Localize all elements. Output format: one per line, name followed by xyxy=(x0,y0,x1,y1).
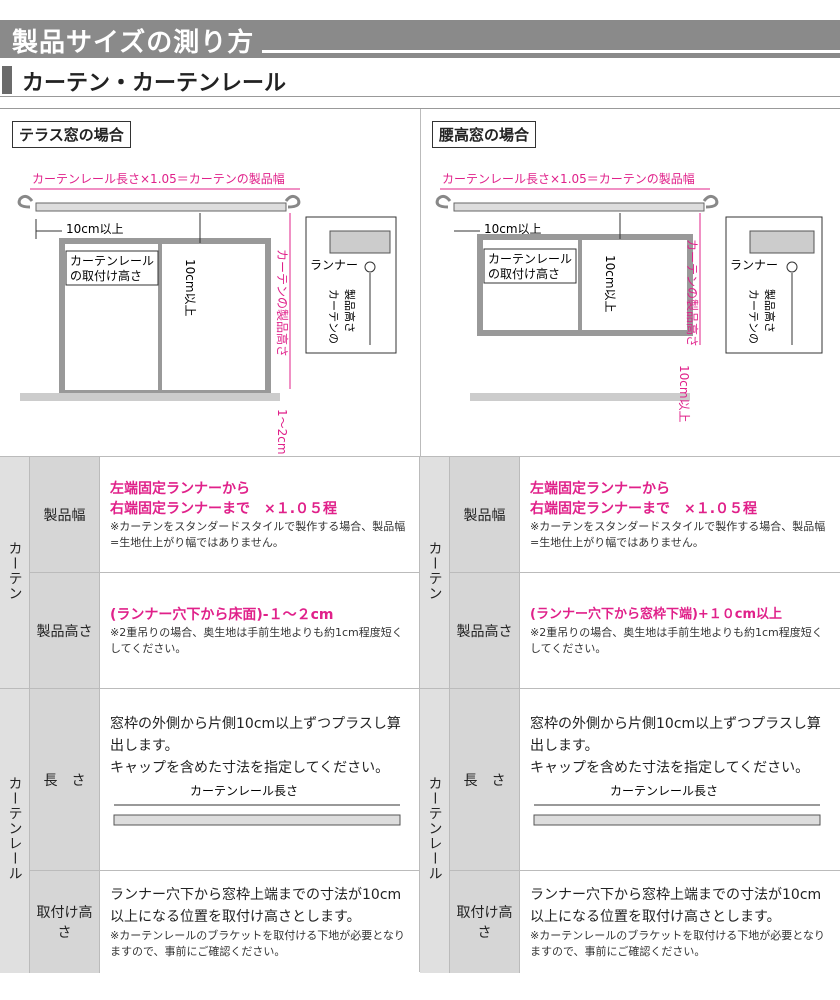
item-width: 製品幅 xyxy=(29,456,100,573)
runner-detail-rail xyxy=(329,230,391,254)
item-height: 製品高さ xyxy=(449,572,520,689)
curtain-height-label: カーテンの製品高さ xyxy=(685,239,700,347)
mount-text: ランナー穴下から窓枠上端までの寸法が10cm以上になる位置を取付け高さとします。 xyxy=(530,886,822,925)
height-pink: (ランナー穴下から窓枠下端)+１０cm以上 xyxy=(530,606,783,622)
width-desc: 左端固定ランナーから 右端固定ランナーまで ×１.０５程 ※カーテンをスタンダー… xyxy=(519,456,840,573)
length-desc: 窓枠の外側から片側10cm以上ずつプラスし算出します。 キャップを含めた寸法を指… xyxy=(519,688,840,871)
length-rail-figure: カーテンレール長さ xyxy=(533,784,821,826)
length-rail-figure: カーテンレール長さ xyxy=(113,784,401,826)
mount-height-label-1: カーテンレール xyxy=(70,254,154,268)
case-label-terrace: テラス窓の場合 xyxy=(12,121,131,148)
floor xyxy=(20,393,280,401)
dim-10cm-label: 10cm以上 xyxy=(66,222,124,236)
height-note: ※2重吊りの場合、奥生地は手前生地よりも約1cm程度短くしてください。 xyxy=(110,625,403,655)
length-text: 窓枠の外側から片側10cm以上ずつプラスし算出します。 キャップを含めた寸法を指… xyxy=(530,716,821,776)
width-factor: ×１.０５程 xyxy=(264,500,338,517)
mount-height-label-2: の取付け高さ xyxy=(488,266,560,281)
category-rail: カーテンレール xyxy=(420,688,451,973)
curtain-height-label: カーテンの製品高さ xyxy=(275,249,290,357)
rail-cap-right xyxy=(702,194,719,209)
waist-diagram: 腰高窓の場合 カーテンレール長さ×1.05＝カーテンの製品幅 10cm以上 カー… xyxy=(420,108,840,457)
case-label-waist: 腰高窓の場合 xyxy=(432,121,537,148)
item-width: 製品幅 xyxy=(449,456,520,573)
length-text: 窓枠の外側から片側10cm以上ずつプラスし算出します。 キャップを含めた寸法を指… xyxy=(110,716,401,776)
spec-table-waist: カーテン 製品幅 左端固定ランナーから 右端固定ランナーまで ×１.０５程 ※カ… xyxy=(420,456,840,973)
height-desc: (ランナー穴下から床面)-１～２cm ※2重吊りの場合、奥生地は手前生地よりも約… xyxy=(99,572,420,689)
width-note: ※カーテンをスタンダードスタイルで製作する場合、製品幅=生地仕上がり幅ではありま… xyxy=(530,519,826,549)
item-length: 長 さ xyxy=(449,688,520,871)
rail-cap-right xyxy=(284,194,301,209)
rail-formula-terrace: カーテンレール長さ×1.05＝カーテンの製品幅 xyxy=(32,171,285,186)
category-rail: カーテンレール xyxy=(0,688,31,973)
floor xyxy=(470,393,690,401)
rail-formula-waist: カーテンレール長さ×1.05＝カーテンの製品幅 xyxy=(442,171,695,186)
item-mount: 取付け高さ xyxy=(449,870,520,973)
banner-rule xyxy=(262,50,840,53)
mount-desc: ランナー穴下から窓枠上端までの寸法が10cm以上になる位置を取付け高さとします。… xyxy=(519,870,840,973)
mount-height-label-2: の取付け高さ xyxy=(70,268,142,283)
runner-height-label-2: 製品高さ xyxy=(343,289,357,333)
runner-label: ランナー xyxy=(730,258,778,272)
runner-detail-rail xyxy=(749,230,815,254)
window-frame xyxy=(477,234,693,336)
dim-10cm-label: 10cm以上 xyxy=(484,222,542,236)
floor-gap-label: 1〜2cm xyxy=(275,409,289,455)
category-curtain: カーテン xyxy=(0,456,31,689)
height-pink: (ランナー穴下から床面)-１～２cm xyxy=(110,606,334,623)
page-title: 製品サイズの測り方 xyxy=(12,28,255,58)
width-desc: 左端固定ランナーから 右端固定ランナーまで ×１.０５程 ※カーテンをスタンダー… xyxy=(99,456,420,573)
mount-height-box xyxy=(65,250,159,286)
width-factor: ×１.０５程 xyxy=(684,500,758,517)
length-rail xyxy=(113,814,401,826)
subsection-title: カーテン・カーテンレール xyxy=(22,71,287,96)
runner-height-label-1: カーテンの xyxy=(327,289,340,344)
item-length: 長 さ xyxy=(29,688,100,871)
width-pink-1: 左端固定ランナーから xyxy=(530,480,670,497)
dim-mount-label: 10cm以上 xyxy=(183,259,197,317)
length-rail-label: カーテンレール長さ xyxy=(610,784,718,798)
runner-height-label-1: カーテンの xyxy=(747,289,760,344)
length-desc: 窓枠の外側から片側10cm以上ずつプラスし算出します。 キャップを含めた寸法を指… xyxy=(99,688,420,871)
runner-hook xyxy=(364,261,376,273)
sill-gap-label: 10cm以上 xyxy=(677,365,691,423)
waist-illustration: カーテンレール長さ×1.05＝カーテンの製品幅 10cm以上 カーテンレール の… xyxy=(435,171,823,423)
rail-cap-left xyxy=(435,194,452,209)
length-rail xyxy=(533,814,821,826)
spec-table-terrace: カーテン 製品幅 左端固定ランナーから 右端固定ランナーまで ×１.０５程 ※カ… xyxy=(0,456,420,973)
mount-height-box xyxy=(483,248,577,284)
width-note: ※カーテンをスタンダードスタイルで製作する場合、製品幅=生地仕上がり幅ではありま… xyxy=(110,519,406,549)
height-note: ※2重吊りの場合、奥生地は手前生地よりも約1cm程度短くしてください。 xyxy=(530,625,823,655)
curtain-rail xyxy=(35,202,287,212)
dim-mount-label: 10cm以上 xyxy=(603,255,617,313)
width-pink-2-row: 右端固定ランナーまで ×１.０５程 xyxy=(110,500,338,517)
terrace-illustration: カーテンレール長さ×1.05＝カーテンの製品幅 10cm以上 カーテンレール の… xyxy=(17,171,397,455)
curtain-rail xyxy=(453,202,705,212)
item-mount: 取付け高さ xyxy=(29,870,100,973)
item-height: 製品高さ xyxy=(29,572,100,689)
runner-height-label-2: 製品高さ xyxy=(763,289,777,333)
subsection-marker xyxy=(2,66,12,94)
length-rail-label: カーテンレール長さ xyxy=(190,784,298,798)
section-banner: 製品サイズの測り方 xyxy=(0,20,840,60)
subsection-header: カーテン・カーテンレール xyxy=(0,62,840,97)
category-curtain: カーテン xyxy=(420,456,451,689)
runner-hook xyxy=(786,261,798,273)
runner-label: ランナー xyxy=(310,258,358,272)
height-desc: (ランナー穴下から窓枠下端)+１０cm以上 ※2重吊りの場合、奥生地は手前生地よ… xyxy=(519,572,840,689)
mount-note: ※カーテンレールのブラケットを取付ける下地が必要となりますので、事前にご確認くだ… xyxy=(530,928,825,958)
rail-cap-left xyxy=(17,194,34,209)
mount-text: ランナー穴下から窓枠上端までの寸法が10cm以上になる位置を取付け高さとします。 xyxy=(110,886,402,925)
width-pink-2-row: 右端固定ランナーまで ×１.０５程 xyxy=(530,500,758,517)
width-pink-1: 左端固定ランナーから xyxy=(110,480,250,497)
terrace-diagram: テラス窓の場合 カーテンレール長さ×1.05＝カーテンの製品幅 10cm以上 カ… xyxy=(0,108,421,457)
mount-desc: ランナー穴下から窓枠上端までの寸法が10cm以上になる位置を取付け高さとします。… xyxy=(99,870,420,973)
subsection-rule xyxy=(0,96,840,97)
mount-note: ※カーテンレールのブラケットを取付ける下地が必要となりますので、事前にご確認くだ… xyxy=(110,928,405,958)
mount-height-label-1: カーテンレール xyxy=(488,252,572,266)
